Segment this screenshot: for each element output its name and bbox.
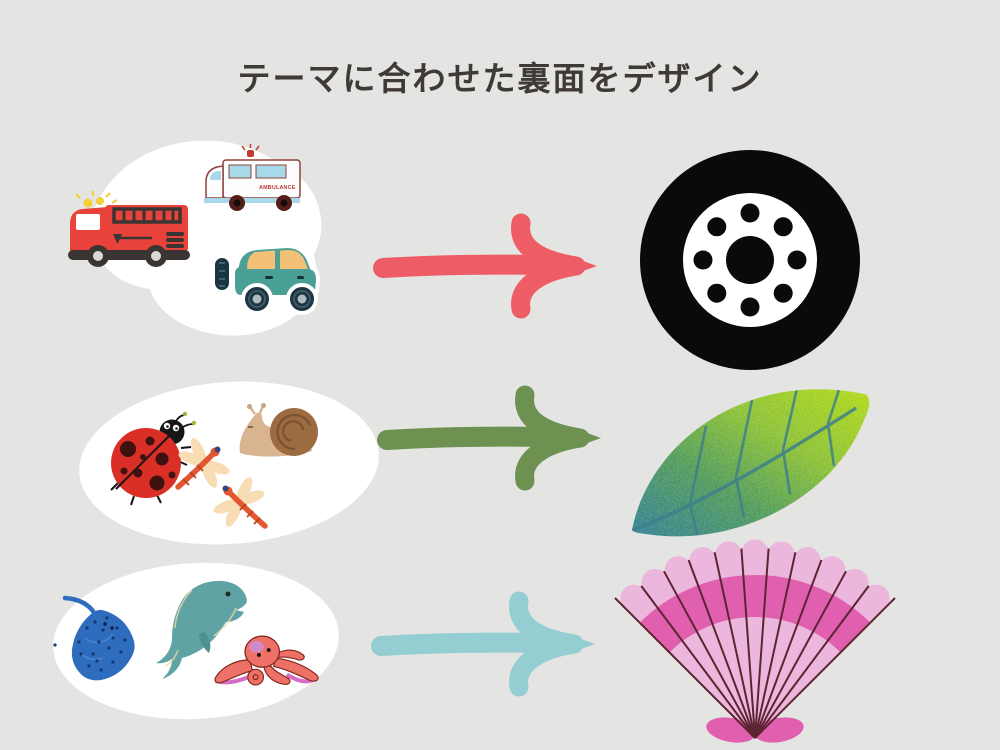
vehicles-theme-group: AMBULANCE <box>68 140 322 336</box>
stingray-spots <box>53 616 127 672</box>
dolphin-body <box>156 580 247 679</box>
stingray-eye <box>103 622 107 626</box>
ladybug-pupil <box>166 425 169 428</box>
jeep-door-handle <box>297 276 304 279</box>
octopus-curled-arm <box>247 668 265 686</box>
fire-truck-light <box>96 197 104 205</box>
octopus-head <box>244 635 281 668</box>
ladybug-antenna-tip <box>182 411 188 417</box>
octopus-eye <box>256 652 261 657</box>
leaf-veins <box>632 389 857 537</box>
dragonfly-wings <box>178 438 230 488</box>
jeep-hub <box>297 294 307 304</box>
dragonfly-body-stripes <box>239 503 261 525</box>
snail-shell-spiral <box>276 413 312 451</box>
dragonfly-eye <box>214 446 221 453</box>
dolphin-illustration <box>156 580 247 679</box>
fire-truck-ladder-rungs <box>122 209 175 222</box>
jeep-window <box>280 250 308 269</box>
arrow-tip <box>576 429 601 447</box>
ladybug-pupil <box>175 427 178 430</box>
ambulance-illustration: AMBULANCE <box>204 144 301 211</box>
ambulance-label: AMBULANCE <box>259 185 296 191</box>
dolphin-highlights <box>165 589 237 667</box>
fire-truck-ladder <box>112 207 182 224</box>
octopus-illustration <box>214 635 319 686</box>
arrow-icon-insects <box>377 385 601 491</box>
jeep-hub <box>252 294 262 304</box>
octopus-arms <box>214 649 319 686</box>
fire-truck-light <box>83 198 93 208</box>
ambulance-light <box>247 150 254 157</box>
fire-truck-hub <box>151 251 161 261</box>
jeep-wheel-ring <box>248 290 266 308</box>
dolphin-fin <box>199 632 211 653</box>
ambulance-light-sparks <box>241 144 260 151</box>
stingray-eye <box>110 626 114 630</box>
ladybug-illustration <box>110 411 197 506</box>
ladybug-legs <box>110 446 192 506</box>
dragonfly-body-stripes <box>182 464 204 486</box>
ambulance-hub <box>233 199 241 207</box>
jeep-spare-treads <box>219 262 225 287</box>
insects-theme-group <box>79 381 379 545</box>
dragonfly-eye <box>222 485 229 492</box>
dragonfly-illustration <box>213 477 268 529</box>
arrow-tip <box>570 635 595 653</box>
ambulance-hub <box>280 199 288 207</box>
ladybug-wing-split <box>115 432 173 490</box>
seashell-ridge-lines <box>614 548 896 739</box>
fire-truck-illustration <box>68 191 190 267</box>
ladybug-antenna-tip <box>191 420 197 426</box>
ambulance-windshield <box>210 171 221 180</box>
seashell-band <box>639 575 871 653</box>
fire-truck-chassis <box>68 250 190 260</box>
dolphin-eye <box>225 591 231 597</box>
fire-truck-light-sparks <box>75 191 118 204</box>
arrow-tip <box>572 257 597 275</box>
stingray-markings <box>80 633 114 661</box>
seashell-illustration <box>614 539 896 743</box>
leaf-illustration <box>632 389 870 537</box>
jeep-illustration <box>211 243 321 315</box>
tire-lug-holes <box>693 203 807 317</box>
arrow-icon-vehicles <box>373 213 597 319</box>
dragonfly-illustration <box>175 438 230 490</box>
stingray-tail <box>62 595 98 617</box>
octopus-head-patch <box>249 641 264 653</box>
snail-illustration <box>239 403 318 457</box>
sea-creatures-theme-group <box>53 562 339 720</box>
ladybug-spots <box>120 436 176 491</box>
ladybug-body <box>111 428 181 498</box>
octopus-curl-center <box>252 674 259 681</box>
jeep-window <box>247 250 275 269</box>
page-title: テーマに合わせた裏面をデザイン <box>237 60 763 97</box>
ambulance-window <box>255 164 287 179</box>
tire-illustration <box>640 150 860 370</box>
octopus-eye <box>266 648 271 653</box>
dragonfly-wings <box>213 477 265 527</box>
seashell-scallops <box>620 539 890 612</box>
fire-truck-grille <box>166 232 184 248</box>
fire-truck-axe-head <box>113 234 122 244</box>
ambulance-window <box>228 164 252 179</box>
jeep-door-handle <box>265 276 273 279</box>
fire-truck-window <box>76 214 100 230</box>
snail-tentacle-tip <box>261 403 266 408</box>
tire-hub <box>726 236 774 284</box>
snail-tentacle-tip <box>247 404 252 409</box>
ambulance-stripe <box>204 198 300 203</box>
jeep-wheel-ring <box>293 290 311 308</box>
arrow-icon-sea <box>371 591 595 697</box>
stingray-illustration <box>53 595 135 681</box>
fire-truck-hub <box>93 251 103 261</box>
